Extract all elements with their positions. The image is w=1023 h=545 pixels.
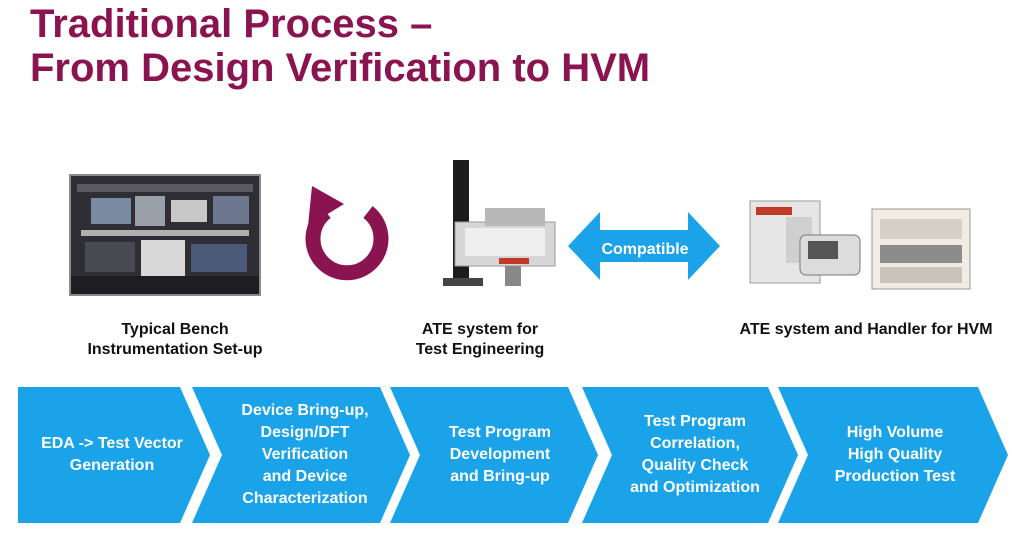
chevron-2: [192, 387, 410, 523]
stage-4-label: Test Program Correlation, Quality Check …: [630, 413, 760, 496]
stage-1-label: EDA -> Test Vector Generation: [41, 435, 183, 474]
title-line-2: From Design Verification to HVM: [30, 46, 651, 90]
stage-5-label: High Volume High Quality Production Test: [834, 424, 956, 485]
chevron-1: [18, 387, 210, 523]
cycle-arrow-icon: [305, 186, 389, 281]
stage-3-label: Test Program Development and Bring-up: [449, 424, 551, 485]
chevron-5: [778, 387, 1008, 523]
chevron-3: [390, 387, 598, 523]
caption-bench: Typical Bench Instrumentation Set-up: [87, 321, 263, 358]
stage-2-label: Device Bring-up, Design/DFT Verification…: [241, 402, 369, 507]
compatible-label: Compatible: [601, 241, 689, 258]
caption-hvm: ATE system and Handler for HVM: [739, 321, 993, 338]
title-line-1: Traditional Process –: [30, 2, 433, 46]
bench-photo: [69, 174, 261, 296]
ate-tester-photo: [443, 160, 556, 286]
caption-ate: ATE system for Test Engineering: [415, 321, 545, 358]
double-arrow-icon: [568, 212, 720, 280]
handler-photo: [749, 200, 971, 290]
page-title: Traditional Process – From Design Verifi…: [30, 2, 650, 90]
process-chevrons: [18, 387, 1008, 523]
chevron-4: [582, 387, 798, 523]
